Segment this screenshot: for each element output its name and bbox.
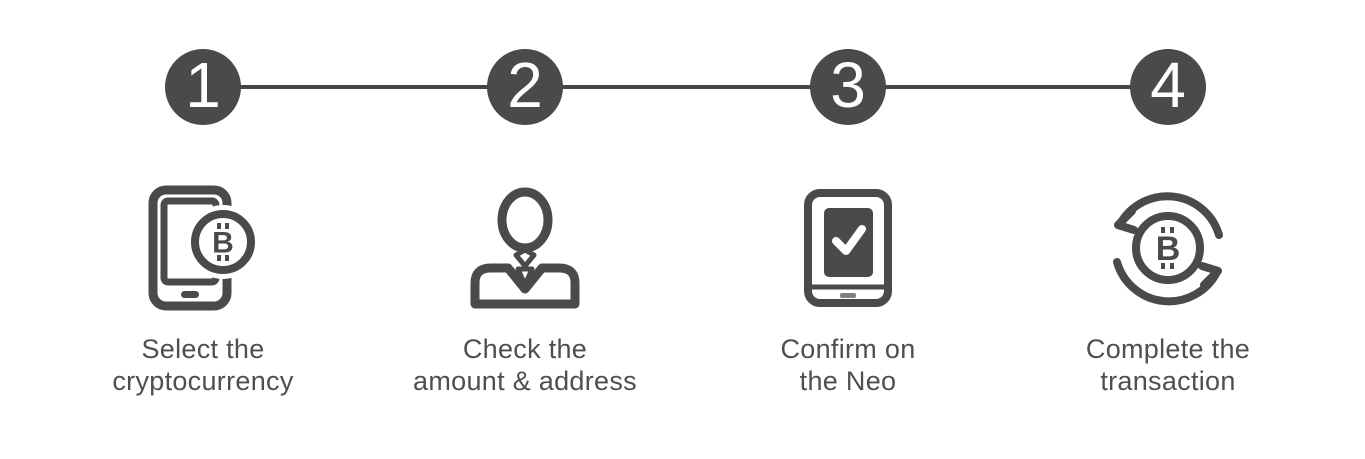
smartphone-bitcoin-icon: B: [148, 185, 259, 311]
step-1-label-line2: cryptocurrency: [112, 366, 294, 396]
bitcoin-cycle-icon: B: [1113, 192, 1223, 306]
step-4-number-circle: 4: [1130, 49, 1206, 125]
neo-device-check-icon: [804, 189, 892, 307]
step-4-label-line2: transaction: [1100, 366, 1236, 396]
step-2-label-line1: Check the: [462, 334, 588, 364]
connector-line: [203, 85, 1168, 89]
step-1-icon-wrap: B: [147, 183, 259, 313]
step-3-label-line1: Confirm on: [780, 334, 916, 364]
step-3-label-line2: the Neo: [799, 366, 897, 396]
step-3: 3 Confirm on the Neo: [688, 0, 1008, 459]
svg-text:B: B: [212, 227, 234, 260]
step-4-label-line1: Complete the: [1085, 334, 1251, 364]
step-1: 1 B Select the cryptocurrency: [43, 0, 363, 459]
step-2-label: Check the amount & address: [365, 333, 685, 397]
step-3-icon-wrap: [802, 183, 894, 313]
person-icon: [470, 187, 580, 309]
step-2: 2 Check the amount & address: [365, 0, 685, 459]
step-2-label-line2: amount & address: [413, 366, 637, 396]
step-3-number-circle: 3: [810, 49, 886, 125]
step-1-label: Select the cryptocurrency: [43, 333, 363, 397]
step-4-icon-wrap: B: [1103, 183, 1233, 313]
step-1-label-line1: Select the: [141, 334, 265, 364]
step-3-label: Confirm on the Neo: [688, 333, 1008, 397]
step-2-number-circle: 2: [487, 49, 563, 125]
svg-text:B: B: [1156, 230, 1181, 268]
step-1-number-circle: 1: [165, 49, 241, 125]
step-2-icon-wrap: [470, 183, 580, 313]
step-4: 4 B Complete the transaction: [1008, 0, 1328, 459]
step-4-label: Complete the transaction: [1008, 333, 1328, 397]
